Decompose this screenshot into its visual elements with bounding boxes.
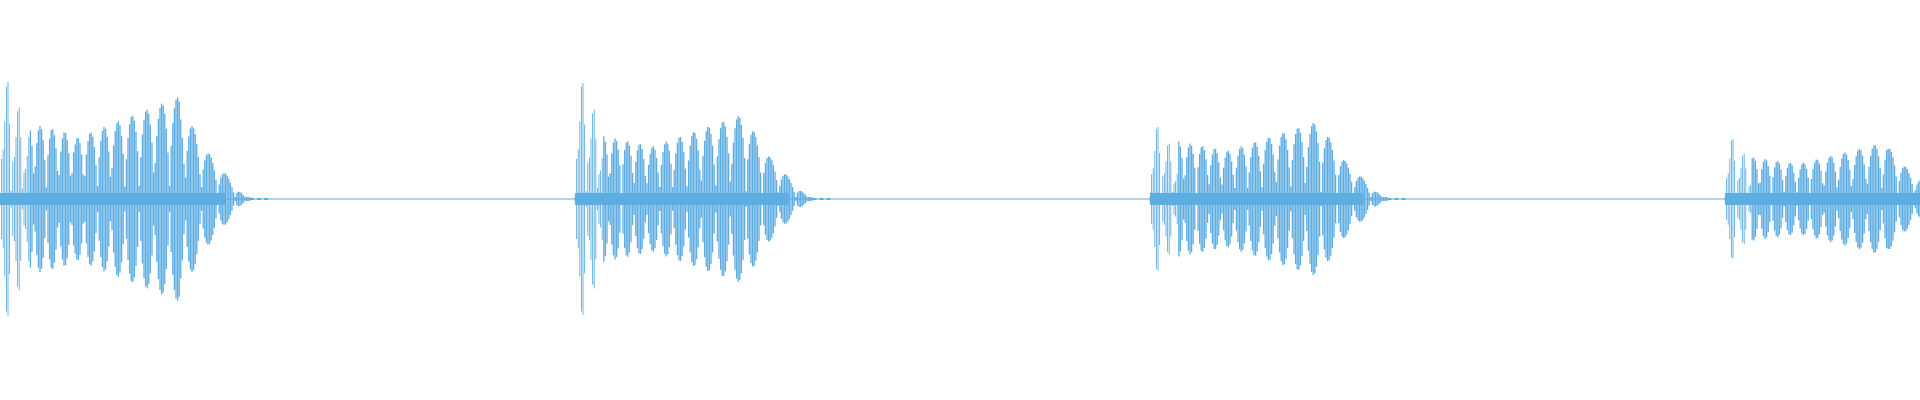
waveform-burst — [1149, 123, 1408, 275]
waveform-burst — [1724, 139, 1920, 259]
waveform-burst — [0, 82, 270, 316]
waveform-bursts — [0, 82, 1920, 316]
waveform-burst — [574, 82, 833, 316]
